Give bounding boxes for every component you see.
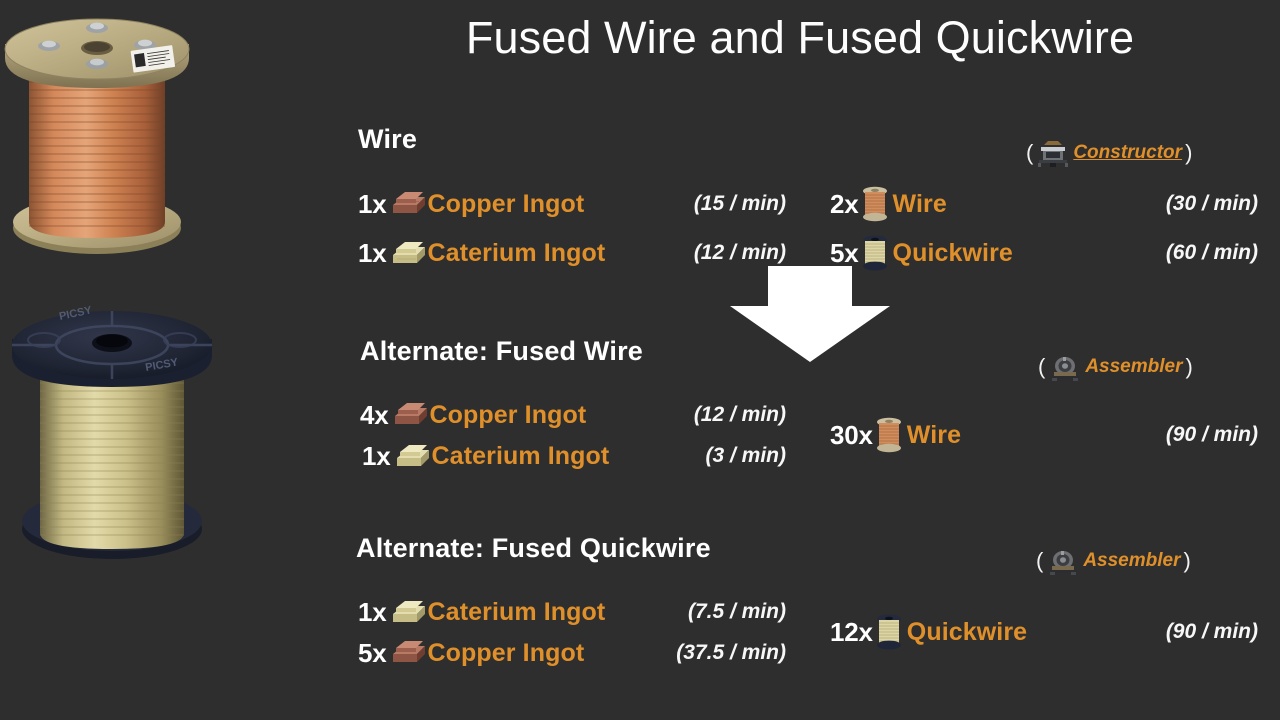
quickwire-spool-icon: [862, 235, 887, 271]
svg-text:PICSY: PICSY: [144, 356, 179, 374]
ingredient-row: 5x Copper Ingot: [358, 636, 584, 670]
machine-tag[interactable]: ( Assembler ): [1036, 548, 1191, 575]
quickwire-spool-photo: PICSY PICSY: [0, 293, 234, 583]
copper-ingot-icon: [394, 403, 427, 424]
ingredient-name: Copper Ingot: [427, 189, 585, 218]
product-name: Wire: [892, 189, 947, 218]
ingredient-rate: (37.5 / min): [676, 641, 786, 664]
open-paren: (: [1036, 548, 1044, 573]
recipe-heading: Wire: [358, 124, 418, 154]
product-row: 5x Quickwire: [830, 235, 1013, 271]
ingredient-name: Caterium Ingot: [427, 597, 606, 626]
product-quantity: 2x: [830, 188, 859, 219]
caterium-ingot-icon: [392, 242, 425, 263]
product-name: Quickwire: [906, 617, 1028, 646]
ingredient-rate: (12 / min): [693, 241, 786, 264]
product-rate: (60 / min): [1165, 241, 1258, 264]
ingredient-quantity: 5x: [358, 637, 387, 668]
machine-name[interactable]: Assembler: [1085, 356, 1183, 377]
product-rate: (30 / min): [1165, 192, 1258, 215]
close-paren: ): [1185, 354, 1193, 379]
quickwire-spool-icon: [876, 614, 901, 650]
ingredient-rate: (15 / min): [693, 192, 786, 215]
product-name: Quickwire: [892, 238, 1013, 267]
ingredient-rate: (3 / min): [705, 444, 786, 467]
copper-ingot-icon: [392, 192, 425, 213]
ingredient-row: 4x Copper Ingot: [360, 398, 586, 432]
ingredient-row: 1x Caterium Ingot: [358, 236, 605, 270]
ingredient-quantity: 1x: [358, 237, 387, 268]
product-row: 12x Quickwire: [830, 614, 1028, 650]
machine-name[interactable]: Constructor: [1073, 142, 1183, 163]
ingredient-rate: (7.5 / min): [687, 600, 786, 623]
recipe-heading: Alternate: Fused Wire: [360, 336, 644, 366]
ingredient-row: 1x Copper Ingot: [358, 187, 584, 221]
ingredient-name: Caterium Ingot: [431, 441, 610, 470]
recipe-heading: Alternate: Fused Quickwire: [356, 533, 711, 563]
close-paren: ): [1185, 140, 1193, 165]
product-quantity: 30x: [830, 419, 873, 450]
copper-wire-spool-photo: [0, 4, 226, 266]
ingredient-row: 1x Caterium Ingot: [358, 595, 605, 629]
machine-tag[interactable]: ( Assembler ): [1038, 354, 1193, 381]
ingredient-rate: (12 / min): [693, 403, 786, 426]
product-rate: (90 / min): [1165, 423, 1258, 446]
ingredient-row: 1x Caterium Ingot: [362, 439, 609, 473]
caterium-ingot-icon: [392, 601, 425, 622]
constructor-icon: [1038, 141, 1069, 167]
ingredient-quantity: 4x: [360, 399, 389, 430]
assembler-icon: [1049, 551, 1078, 575]
open-paren: (: [1038, 354, 1046, 379]
machine-tag[interactable]: ( Constructor ): [1026, 140, 1193, 167]
product-quantity: 5x: [830, 237, 859, 268]
ingredient-name: Copper Ingot: [429, 400, 587, 429]
wire-spool-icon: [876, 417, 901, 453]
image-column: PICSY PICSY: [0, 0, 240, 720]
product-row: 30x Wire: [830, 417, 962, 453]
close-paren: ): [1183, 548, 1191, 573]
copper-ingot-icon: [392, 641, 425, 662]
product-row: 2x Wire: [830, 186, 947, 222]
ingredient-name: Caterium Ingot: [427, 238, 606, 267]
open-paren: (: [1026, 140, 1034, 165]
ingredient-quantity: 1x: [362, 440, 391, 471]
product-rate: (90 / min): [1165, 620, 1258, 643]
product-name: Wire: [906, 420, 962, 449]
wire-spool-icon: [862, 186, 887, 222]
machine-name[interactable]: Assembler: [1083, 550, 1181, 571]
ingredient-name: Copper Ingot: [427, 638, 585, 667]
ingredient-quantity: 1x: [358, 596, 387, 627]
caterium-ingot-icon: [396, 445, 429, 466]
page-title: Fused Wire and Fused Quickwire: [465, 12, 1135, 63]
product-quantity: 12x: [830, 616, 873, 647]
ingredient-quantity: 1x: [358, 188, 387, 219]
downward-flow-arrow: [730, 266, 890, 362]
assembler-icon: [1051, 357, 1080, 381]
